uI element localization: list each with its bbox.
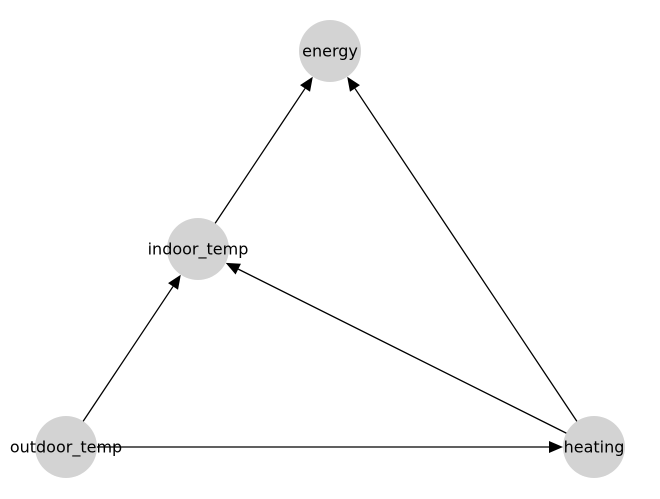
- node-label-energy: energy: [302, 42, 358, 61]
- arrowhead-icon: [300, 76, 313, 92]
- node-label-indoor_temp: indoor_temp: [148, 240, 249, 260]
- edge-line: [65, 286, 174, 448]
- arrowhead-icon: [168, 274, 181, 290]
- edge-heating-to-energy: [347, 76, 595, 448]
- arrowhead-icon: [225, 262, 241, 275]
- edge-outdoor_temp-to-indoor_temp: [65, 274, 181, 448]
- node-label-outdoor_temp: outdoor_temp: [10, 438, 122, 458]
- edge-line: [237, 268, 595, 448]
- node-outdoor_temp: [35, 416, 97, 478]
- node-circle: [167, 218, 229, 280]
- edge-heating-to-indoor_temp: [225, 262, 595, 448]
- nodes-layer: energy indoor_temp outdoor_temp heating: [10, 20, 625, 478]
- edge-outdoor_temp-to-heating: [66, 441, 563, 453]
- node-label-heating: heating: [564, 438, 625, 457]
- node-energy: [299, 20, 361, 82]
- arrowhead-icon: [347, 76, 360, 92]
- arrowhead-icon: [549, 441, 563, 453]
- edge-indoor_temp-to-energy: [197, 76, 313, 250]
- node-circle: [299, 20, 361, 82]
- node-heating: [563, 416, 625, 478]
- node-circle: [563, 416, 625, 478]
- edges-layer: [65, 76, 595, 453]
- edge-line: [354, 88, 595, 448]
- edge-line: [197, 88, 306, 250]
- node-circle: [35, 416, 97, 478]
- node-indoor_temp: [167, 218, 229, 280]
